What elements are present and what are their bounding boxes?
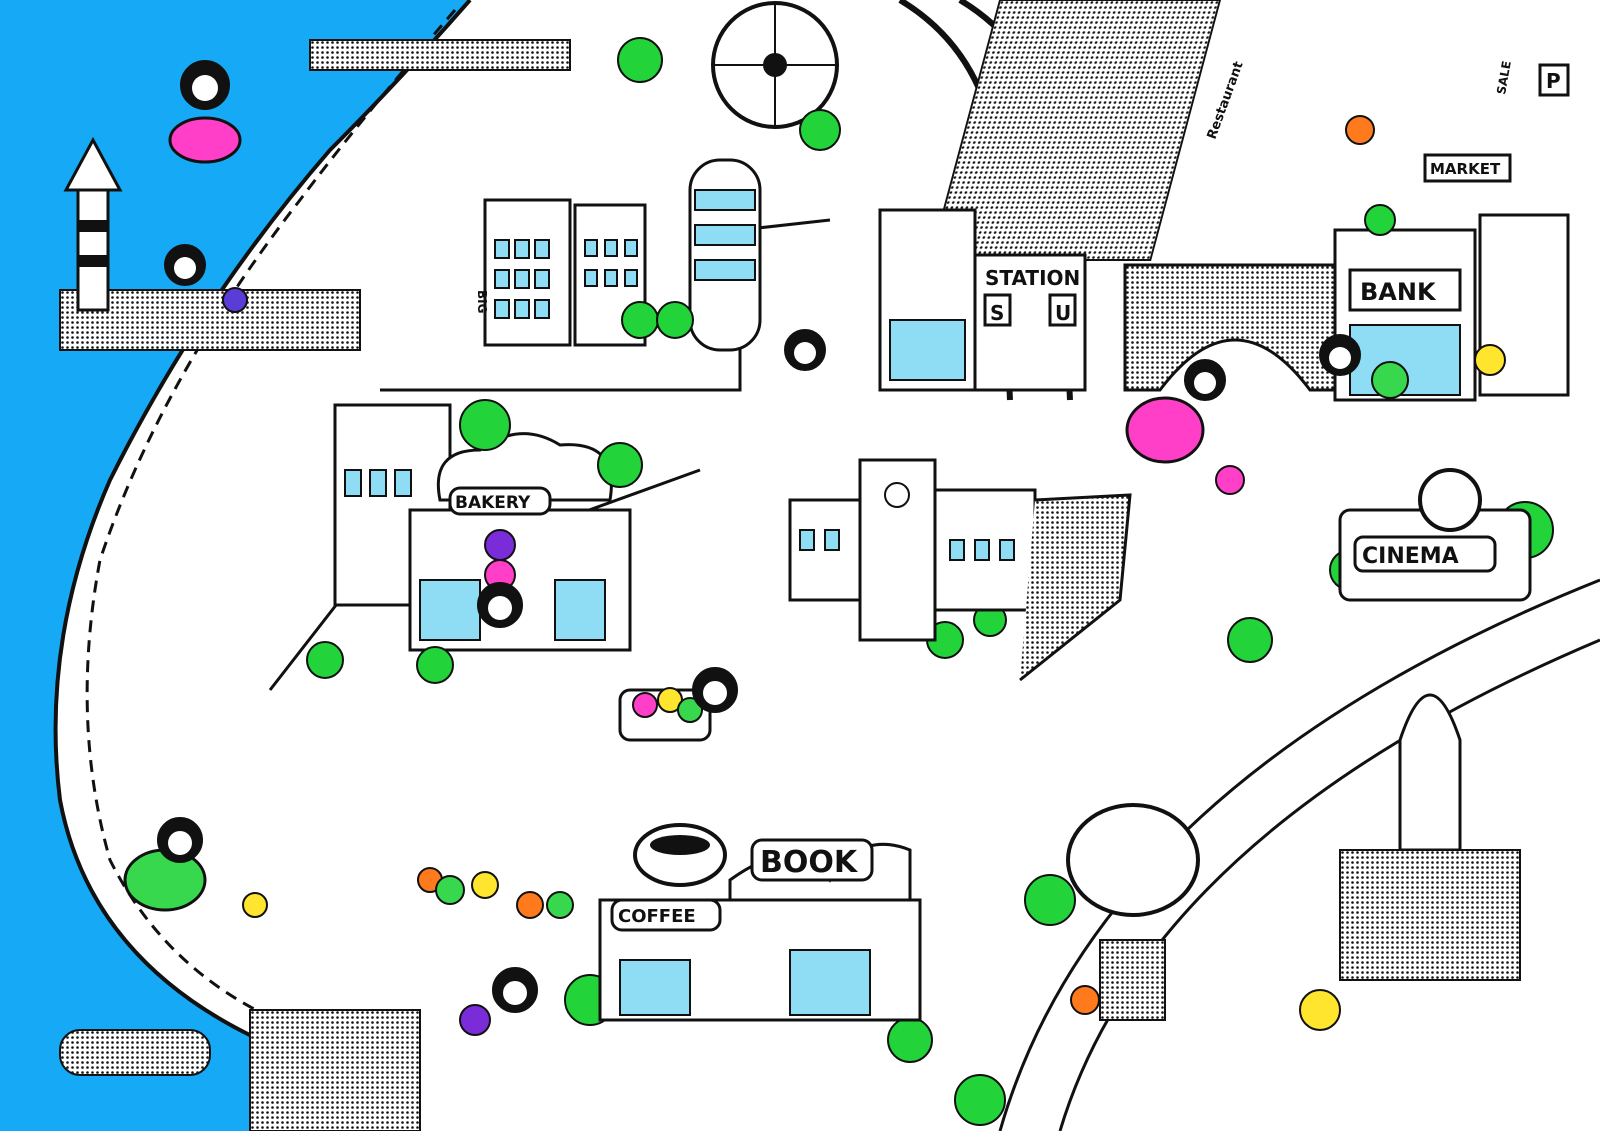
- sale-sign: SALE: [1494, 60, 1514, 96]
- bookstore-cafe: BOOK COFFEE: [598, 823, 922, 1022]
- station-sign: STATION: [985, 266, 1080, 290]
- rocket: [1398, 693, 1462, 852]
- office-buildings: BIG: [475, 158, 762, 352]
- coastline: [53, 0, 472, 1131]
- pink-ball: [1125, 396, 1205, 464]
- film-reel-icon: [1418, 468, 1482, 532]
- school-building: [788, 458, 1132, 682]
- watermelon-float: [123, 848, 207, 912]
- big-sign: BIG: [475, 290, 489, 313]
- station-building: STATION S U: [878, 208, 1087, 392]
- restaurant-sign: Restaurant: [1205, 60, 1247, 142]
- bank-sign: BANK: [1360, 278, 1437, 306]
- station-u-sign: U: [1055, 301, 1071, 325]
- coffee-sign: COFFEE: [618, 906, 696, 927]
- characters: [123, 60, 1506, 1036]
- boat: [59, 1029, 211, 1076]
- bakery-sign: BAKERY: [455, 493, 531, 513]
- lighthouse: [63, 136, 123, 312]
- dock: [249, 1009, 421, 1131]
- station-s-sign: S: [990, 301, 1004, 325]
- factory: [1339, 849, 1521, 981]
- bakery-building: BAKERY: [333, 403, 632, 652]
- book-sign: BOOK: [760, 845, 859, 880]
- sea: [0, 0, 470, 1131]
- clock-icon: [884, 482, 910, 508]
- market-sign: MARKET: [1430, 160, 1501, 178]
- pier: [309, 39, 571, 71]
- jetty: [59, 289, 361, 351]
- hot-air-balloon: [1066, 803, 1200, 1021]
- pink-fruit-basket: [168, 116, 242, 164]
- cinema-building: CINEMA: [1338, 468, 1532, 602]
- parking-sign: P: [1546, 69, 1561, 93]
- ferris-wheel: [711, 1, 839, 129]
- arch-bridge: [1123, 263, 1342, 392]
- cinema-sign: CINEMA: [1362, 544, 1459, 569]
- bank-building: BANK: [1333, 213, 1570, 402]
